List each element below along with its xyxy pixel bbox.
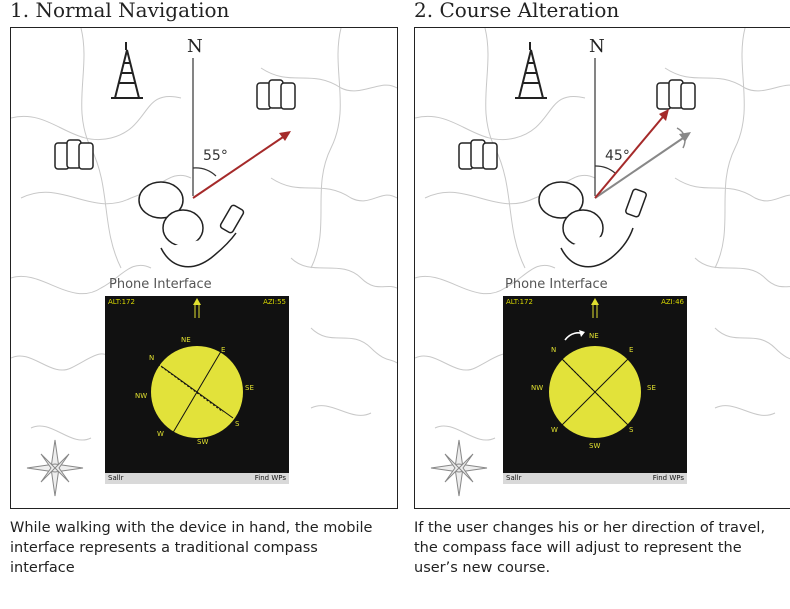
softkey-find-wps[interactable]: Find WPs	[652, 474, 684, 482]
panel-title: 2. Course Alteration	[414, 0, 620, 22]
heading-arrow	[192, 132, 290, 199]
old-heading-arrow	[594, 133, 690, 199]
dir-se: SE	[647, 384, 656, 392]
dir-sw: SW	[589, 442, 601, 450]
dir-n: N	[551, 346, 557, 354]
heading-indicator-arrow	[193, 298, 201, 305]
angle-arc	[192, 167, 217, 177]
panel-frame: N 55° Phone Interface ALT:172 AZI:55 NE …	[10, 27, 398, 509]
azimuth-readout: AZI:55	[263, 298, 286, 306]
softkey-left[interactable]: Sallr	[506, 474, 522, 482]
panel-caption: While walking with the device in hand, t…	[10, 520, 373, 576]
dir-ne: NE	[589, 332, 599, 340]
jugs-icon-right	[256, 79, 296, 110]
dir-se: SE	[245, 384, 254, 392]
altitude-readout: ALT:172	[506, 298, 533, 306]
phone-softkey-bar: Sallr Find WPs	[105, 473, 289, 484]
jugs-icon-right	[656, 79, 696, 110]
person-icon	[138, 181, 245, 268]
terrain-lines	[415, 28, 790, 441]
jugs-icon-left	[54, 139, 94, 170]
scene-illustration	[11, 28, 397, 497]
dir-s: S	[629, 426, 634, 434]
altitude-readout: ALT:172	[108, 298, 135, 306]
panel-title: 1. Normal Navigation	[10, 0, 230, 22]
phone-screen: ALT:172 AZI:55 NE E SE S SW W NW N Sallr…	[105, 296, 289, 484]
compass-rose-icon	[430, 439, 488, 497]
dir-sw: SW	[197, 438, 209, 446]
heading-indicator-arrow	[591, 298, 599, 305]
dir-w: W	[157, 430, 164, 438]
person-icon	[538, 181, 647, 268]
dir-nw: NW	[531, 384, 544, 392]
heading-arrowhead	[659, 109, 669, 121]
softkey-find-wps[interactable]: Find WPs	[254, 474, 286, 482]
rotate-hint-arc	[676, 127, 686, 149]
phone-softkey-bar: Sallr Find WPs	[503, 473, 687, 484]
north-label: N	[187, 36, 203, 57]
scene-illustration	[415, 28, 790, 497]
heading-arrowhead	[279, 131, 291, 141]
softkey-left[interactable]: Sallr	[108, 474, 124, 482]
angle-label: 45°	[605, 148, 630, 164]
tower-icon	[515, 42, 547, 99]
dir-w: W	[551, 426, 558, 434]
dir-nw: NW	[135, 392, 148, 400]
dir-e: E	[221, 346, 226, 354]
dir-e: E	[629, 346, 634, 354]
tower-icon	[111, 42, 143, 99]
phone-interface-label: Phone Interface	[505, 277, 608, 292]
compass-rose-icon	[26, 439, 84, 497]
dir-n: N	[149, 354, 155, 362]
compass-face	[151, 298, 243, 438]
terrain-lines	[11, 28, 397, 441]
jugs-icon-left	[458, 139, 498, 170]
angle-arc	[594, 165, 616, 174]
panel-frame: N 45° Phone Interface ALT:172 AZI:46 NE …	[414, 27, 790, 509]
compass-face	[549, 298, 641, 438]
dir-ne: NE	[181, 336, 191, 344]
panel-caption: If the user changes his or her direction…	[414, 520, 766, 576]
heading-arrow	[594, 111, 668, 199]
phone-interface-label: Phone Interface	[109, 277, 212, 292]
north-label: N	[589, 36, 605, 57]
phone-screen: ALT:172 AZI:46 NE E SE S SW W NW N S	[503, 296, 687, 484]
azimuth-readout: AZI:46	[661, 298, 684, 306]
angle-label: 55°	[203, 148, 228, 164]
dir-s: S	[235, 420, 240, 428]
